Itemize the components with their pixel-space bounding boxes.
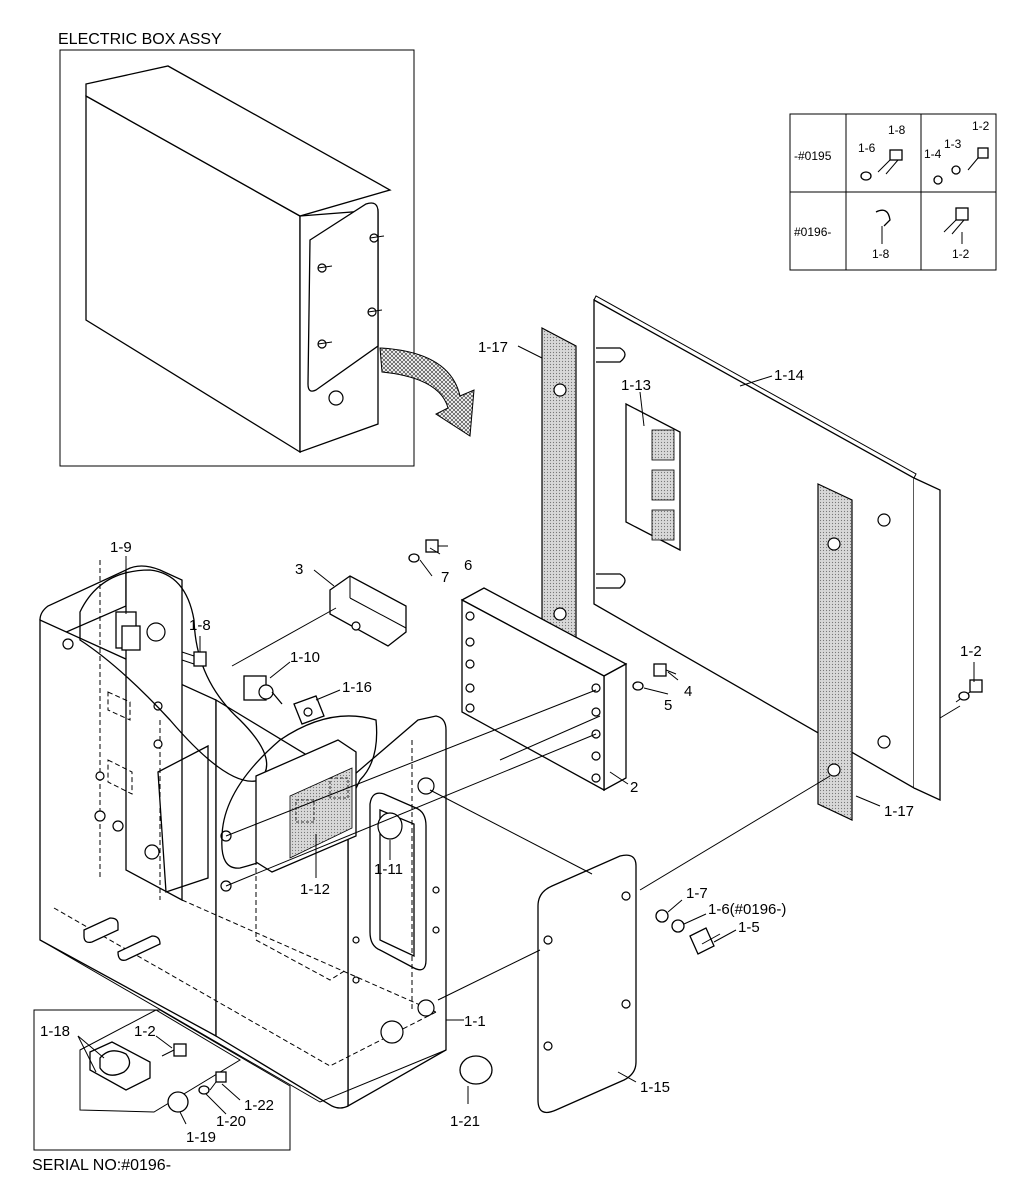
cap-1-21: [459, 1055, 493, 1085]
label-1-21: 1-21: [450, 1113, 480, 1130]
label-1-7: 1-7: [686, 885, 708, 902]
table-row1-label: -#0195: [794, 149, 832, 163]
control-module-2: [460, 587, 628, 792]
washer-icon: [933, 175, 943, 185]
side-cover-1-15: [537, 854, 637, 1114]
table-r1c1-label-b: 1-6: [858, 141, 876, 155]
table-r1c2-label-a: 1-2: [972, 119, 990, 133]
inset-cable-hole: [328, 390, 344, 406]
bolt-4: [653, 663, 677, 677]
bolt-icon: [967, 147, 989, 171]
label-1-18: 1-18: [40, 1023, 70, 1040]
washer-1-20: [198, 1085, 210, 1095]
table-r1c2-label-b: 1-3: [944, 137, 962, 151]
inset-serial-detail: [33, 1009, 291, 1151]
breaker-panel-1-12: [255, 739, 357, 873]
label-1-22: 1-22: [244, 1097, 274, 1114]
washer-7: [408, 553, 420, 563]
serial-footer: SERIAL NO:#0196-: [32, 1157, 171, 1174]
wing-bolt-1-5: [689, 927, 721, 955]
label-3: 3: [295, 561, 303, 578]
washer-icon: [860, 171, 872, 181]
inset-electric-box-assy: [59, 49, 475, 467]
label-1-6: 1-6(#0196-): [708, 901, 786, 918]
bolt-icon: [877, 149, 903, 175]
label-4: 4: [684, 683, 692, 700]
table-r2c2-label: 1-2: [952, 247, 970, 261]
rubber-strip-1-17-right: [817, 483, 853, 821]
relay-3: [329, 575, 407, 647]
toggle-switch-1-10: [243, 675, 283, 705]
label-6: 6: [464, 557, 472, 574]
callout-outline-lower: [221, 715, 378, 869]
table-row2-label: #0196-: [794, 225, 831, 239]
rubber-mount-1-19: [167, 1091, 189, 1113]
label-1-10: 1-10: [290, 649, 320, 666]
diagram-title: ELECTRIC BOX ASSY: [58, 31, 222, 48]
relay-socket-1-9: [115, 611, 166, 651]
label-1-15: 1-15: [640, 1079, 670, 1096]
grommet-1-11: [377, 812, 403, 840]
label-1-19: 1-19: [186, 1129, 216, 1146]
leader-lines: [77, 345, 975, 1125]
label-1-1: 1-1: [464, 1013, 486, 1030]
label-1-2-right: 1-2: [960, 643, 982, 660]
callout-outline-upper: [79, 569, 268, 782]
bolt-6: [425, 539, 448, 553]
main-box-1-1: [39, 560, 447, 1109]
label-1-2-inset: 1-2: [134, 1023, 156, 1040]
label-7: 7: [441, 569, 449, 586]
connector-1-16: [293, 695, 325, 725]
label-1-5: 1-5: [738, 919, 760, 936]
bolt-assembly-icon: [943, 207, 969, 235]
label-1-20: 1-20: [216, 1113, 246, 1130]
label-1-16: 1-16: [342, 679, 372, 696]
table-r1c2-label-c: 1-4: [924, 147, 942, 161]
table-r1c1-label-a: 1-8: [888, 123, 906, 137]
label-1-11: 1-11: [374, 861, 403, 878]
spring-washer-icon: [951, 165, 961, 175]
label-1-12: 1-12: [300, 881, 330, 898]
label-1-8: 1-8: [189, 617, 211, 634]
table-r2c1-label: 1-8: [872, 247, 890, 261]
label-1-17-left: 1-17: [478, 339, 508, 356]
washer-1-6: [671, 919, 685, 933]
label-1-9: 1-9: [110, 539, 132, 556]
rubber-strip-1-17-left: [541, 327, 577, 657]
back-plate-1-14: [593, 295, 941, 802]
clamp-1-18: [89, 1041, 151, 1091]
bolt-1-2-right: [955, 679, 983, 703]
washer-5: [632, 681, 644, 691]
label-1-17-right: 1-17: [884, 803, 914, 820]
label-1-14: 1-14: [774, 367, 804, 384]
bolt-1-22: [209, 1071, 227, 1091]
label-5: 5: [664, 697, 672, 714]
label-1-13: 1-13: [621, 377, 651, 394]
inset-frame: [59, 49, 415, 467]
label-2: 2: [630, 779, 638, 796]
serial-variant-table: -#0195 #0196- 1-8 1-6 1-2 1-3 1-4 1-8 1-…: [789, 113, 997, 271]
bolt-1-2-inset: [161, 1043, 187, 1057]
clip-icon: [875, 209, 891, 227]
inset-wing-bolts: [317, 233, 385, 349]
inset-arrow: [379, 347, 475, 437]
part-labels: 1-17 1-13 1-14 6 7 3 1-9 1-8 1-10 1-16 4…: [40, 339, 982, 1146]
inset-box-lid: [85, 65, 392, 217]
bolt-1-8: [181, 651, 207, 667]
washer-1-7: [655, 909, 669, 923]
